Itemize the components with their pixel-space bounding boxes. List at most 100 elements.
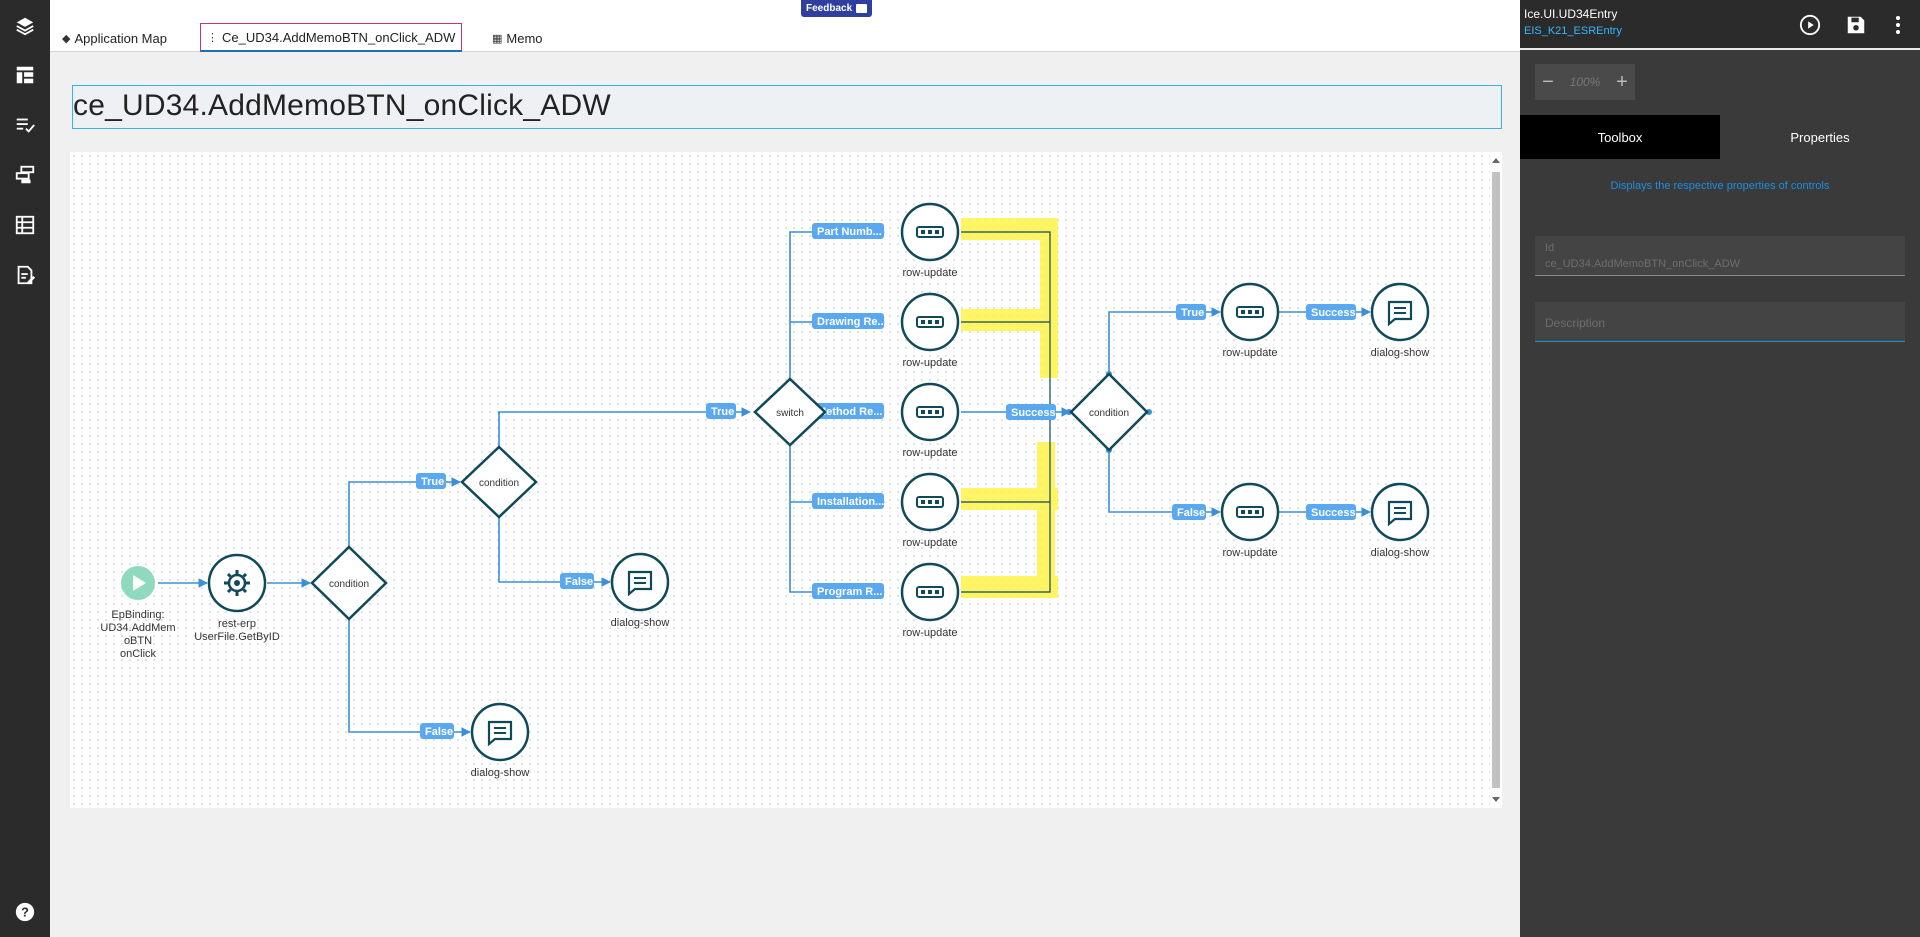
document-edit-icon[interactable] — [13, 263, 37, 287]
edge-label: True — [1176, 304, 1206, 320]
row-update-node[interactable]: row-update — [900, 562, 960, 639]
app-name: Ice.UI.UD34Entry — [1524, 7, 1618, 21]
save-icon — [1847, 16, 1865, 34]
svg-text:UserFile.GetByID: UserFile.GetByID — [194, 631, 280, 643]
right-panel: Ice.UI.UD34Entry EIS_K21_ESREntry − 100%… — [1520, 0, 1920, 937]
gear-icon — [224, 570, 250, 596]
svg-text:Program R...: Program R... — [817, 586, 882, 598]
row-icon — [916, 406, 944, 418]
row-update-node[interactable]: row-update — [900, 472, 960, 549]
chat-icon — [487, 720, 513, 747]
tab-event[interactable]: ⋮ Ce_UD34.AddMemoBTN_onClick_ADW — [200, 23, 463, 52]
event-title-field[interactable]: ce_UD34.AddMemoBTN_onClick_ADW — [72, 85, 1502, 129]
zoom-control: − 100% + — [1535, 64, 1635, 100]
row-update-node[interactable]: row-update — [900, 202, 960, 279]
svg-text:condition: condition — [479, 478, 519, 489]
edge-label: Drawing Re... — [812, 313, 887, 329]
edge-label: False — [560, 573, 594, 589]
svg-text:UD34.AddMem: UD34.AddMem — [100, 622, 175, 634]
zoom-in-button[interactable]: + — [1616, 70, 1628, 93]
scroll-thumb[interactable] — [1492, 172, 1500, 788]
scroll-down-icon[interactable] — [1492, 797, 1500, 802]
zoom-out-button[interactable]: − — [1542, 70, 1554, 93]
flow-canvas[interactable]: True False True False Part Numb... Drawi… — [70, 152, 1490, 808]
feedback-button[interactable]: Feedback — [801, 0, 873, 17]
panel-header: Ice.UI.UD34Entry EIS_K21_ESREntry — [1520, 0, 1920, 50]
layout-icon[interactable] — [13, 63, 37, 87]
layer-link[interactable]: EIS_K21_ESREntry — [1524, 25, 1622, 37]
edge-label: False — [420, 723, 454, 739]
tab-toolbox[interactable]: Toolbox — [1520, 115, 1720, 159]
condition-node[interactable]: condition — [460, 445, 538, 519]
row-icon — [916, 586, 944, 598]
tab-memo[interactable]: ▦ Memo — [486, 24, 549, 52]
chat-icon — [856, 4, 868, 13]
tab-bar: ◆ Application Map ⋮ Ce_UD34.AddMemoBTN_o… — [50, 0, 1520, 52]
switch-node[interactable]: switch — [753, 377, 827, 447]
svg-text:row-update: row-update — [902, 627, 957, 639]
run-button[interactable] — [1798, 13, 1822, 37]
svg-text:oBTN: oBTN — [124, 635, 152, 647]
row-update-node[interactable]: row-update — [900, 292, 960, 369]
condition-node[interactable]: condition — [1069, 372, 1149, 452]
row-icon — [916, 316, 944, 328]
tab-label: Ce_UD34.AddMemoBTN_onClick_ADW — [222, 29, 456, 45]
svg-text:row-update: row-update — [1222, 547, 1277, 559]
play-icon — [1799, 14, 1821, 36]
id-value: ce_UD34.AddMemoBTN_onClick_ADW — [1545, 258, 1741, 270]
svg-text:dialog-show: dialog-show — [1371, 547, 1430, 559]
svg-text:False: False — [1177, 507, 1205, 519]
edge-label: Program R... — [812, 583, 884, 599]
help-icon[interactable]: ? — [13, 900, 37, 924]
start-node[interactable]: EpBinding: UD34.AddMem oBTN onClick — [100, 566, 176, 660]
edge-label: Part Numb... — [812, 223, 884, 239]
checklist-icon[interactable] — [13, 113, 37, 137]
row-update-node[interactable]: row-update — [1220, 482, 1280, 559]
svg-text:Success: Success — [1011, 407, 1056, 419]
grid-icon[interactable] — [13, 213, 37, 237]
svg-text:Part Numb...: Part Numb... — [817, 226, 882, 238]
row-update-node[interactable]: row-update — [1220, 282, 1280, 359]
page-title: ce_UD34.AddMemoBTN_onClick_ADW — [73, 89, 611, 122]
edge-label: Method Re... — [812, 403, 884, 419]
svg-text:Success: Success — [1311, 307, 1356, 319]
description-field[interactable] — [1535, 302, 1905, 342]
svg-text:row-update: row-update — [1222, 347, 1277, 359]
svg-text:row-update: row-update — [902, 357, 957, 369]
id-field[interactable]: Id ce_UD34.AddMemoBTN_onClick_ADW — [1535, 236, 1905, 276]
dialog-show-node[interactable]: dialog-show — [1371, 282, 1430, 359]
rest-erp-node[interactable]: rest-erp UserFile.GetByID — [194, 553, 280, 643]
row-icon — [1236, 506, 1264, 518]
tab-properties[interactable]: Properties — [1720, 115, 1920, 159]
scroll-up-icon[interactable] — [1492, 158, 1500, 163]
svg-text:onClick: onClick — [120, 648, 157, 660]
svg-text:row-update: row-update — [902, 447, 957, 459]
more-menu-button[interactable] — [1886, 13, 1910, 37]
data-views-icon[interactable] — [13, 163, 37, 187]
edge-label: True — [706, 403, 736, 419]
svg-text:row-update: row-update — [902, 537, 957, 549]
svg-text:True: True — [1181, 307, 1204, 319]
edge-label: Success — [1306, 504, 1356, 520]
save-button[interactable] — [1844, 13, 1868, 37]
canvas-scrollbar[interactable] — [1490, 152, 1502, 808]
svg-text:switch: switch — [776, 408, 804, 419]
condition-node[interactable]: condition — [310, 545, 388, 621]
svg-text:True: True — [421, 476, 444, 488]
panel-tabs: Toolbox Properties — [1520, 115, 1920, 159]
svg-text:dialog-show: dialog-show — [1371, 347, 1430, 359]
dialog-show-node[interactable]: dialog-show — [611, 552, 670, 629]
dialog-show-node[interactable]: dialog-show — [1371, 482, 1430, 559]
dialog-show-node[interactable]: dialog-show — [471, 702, 530, 779]
chat-icon — [1387, 300, 1413, 327]
svg-text:Method Re...: Method Re... — [817, 406, 882, 418]
layers-icon[interactable] — [13, 14, 37, 38]
edge-label: False — [1172, 504, 1206, 520]
row-update-node[interactable]: row-update — [900, 382, 960, 459]
tab-application-map[interactable]: ◆ Application Map — [56, 24, 173, 52]
row-icon — [916, 496, 944, 508]
svg-text:dialog-show: dialog-show — [471, 767, 530, 779]
description-input[interactable] — [1545, 314, 1895, 332]
svg-text:rest-erp: rest-erp — [218, 618, 256, 630]
svg-text:row-update: row-update — [902, 267, 957, 279]
